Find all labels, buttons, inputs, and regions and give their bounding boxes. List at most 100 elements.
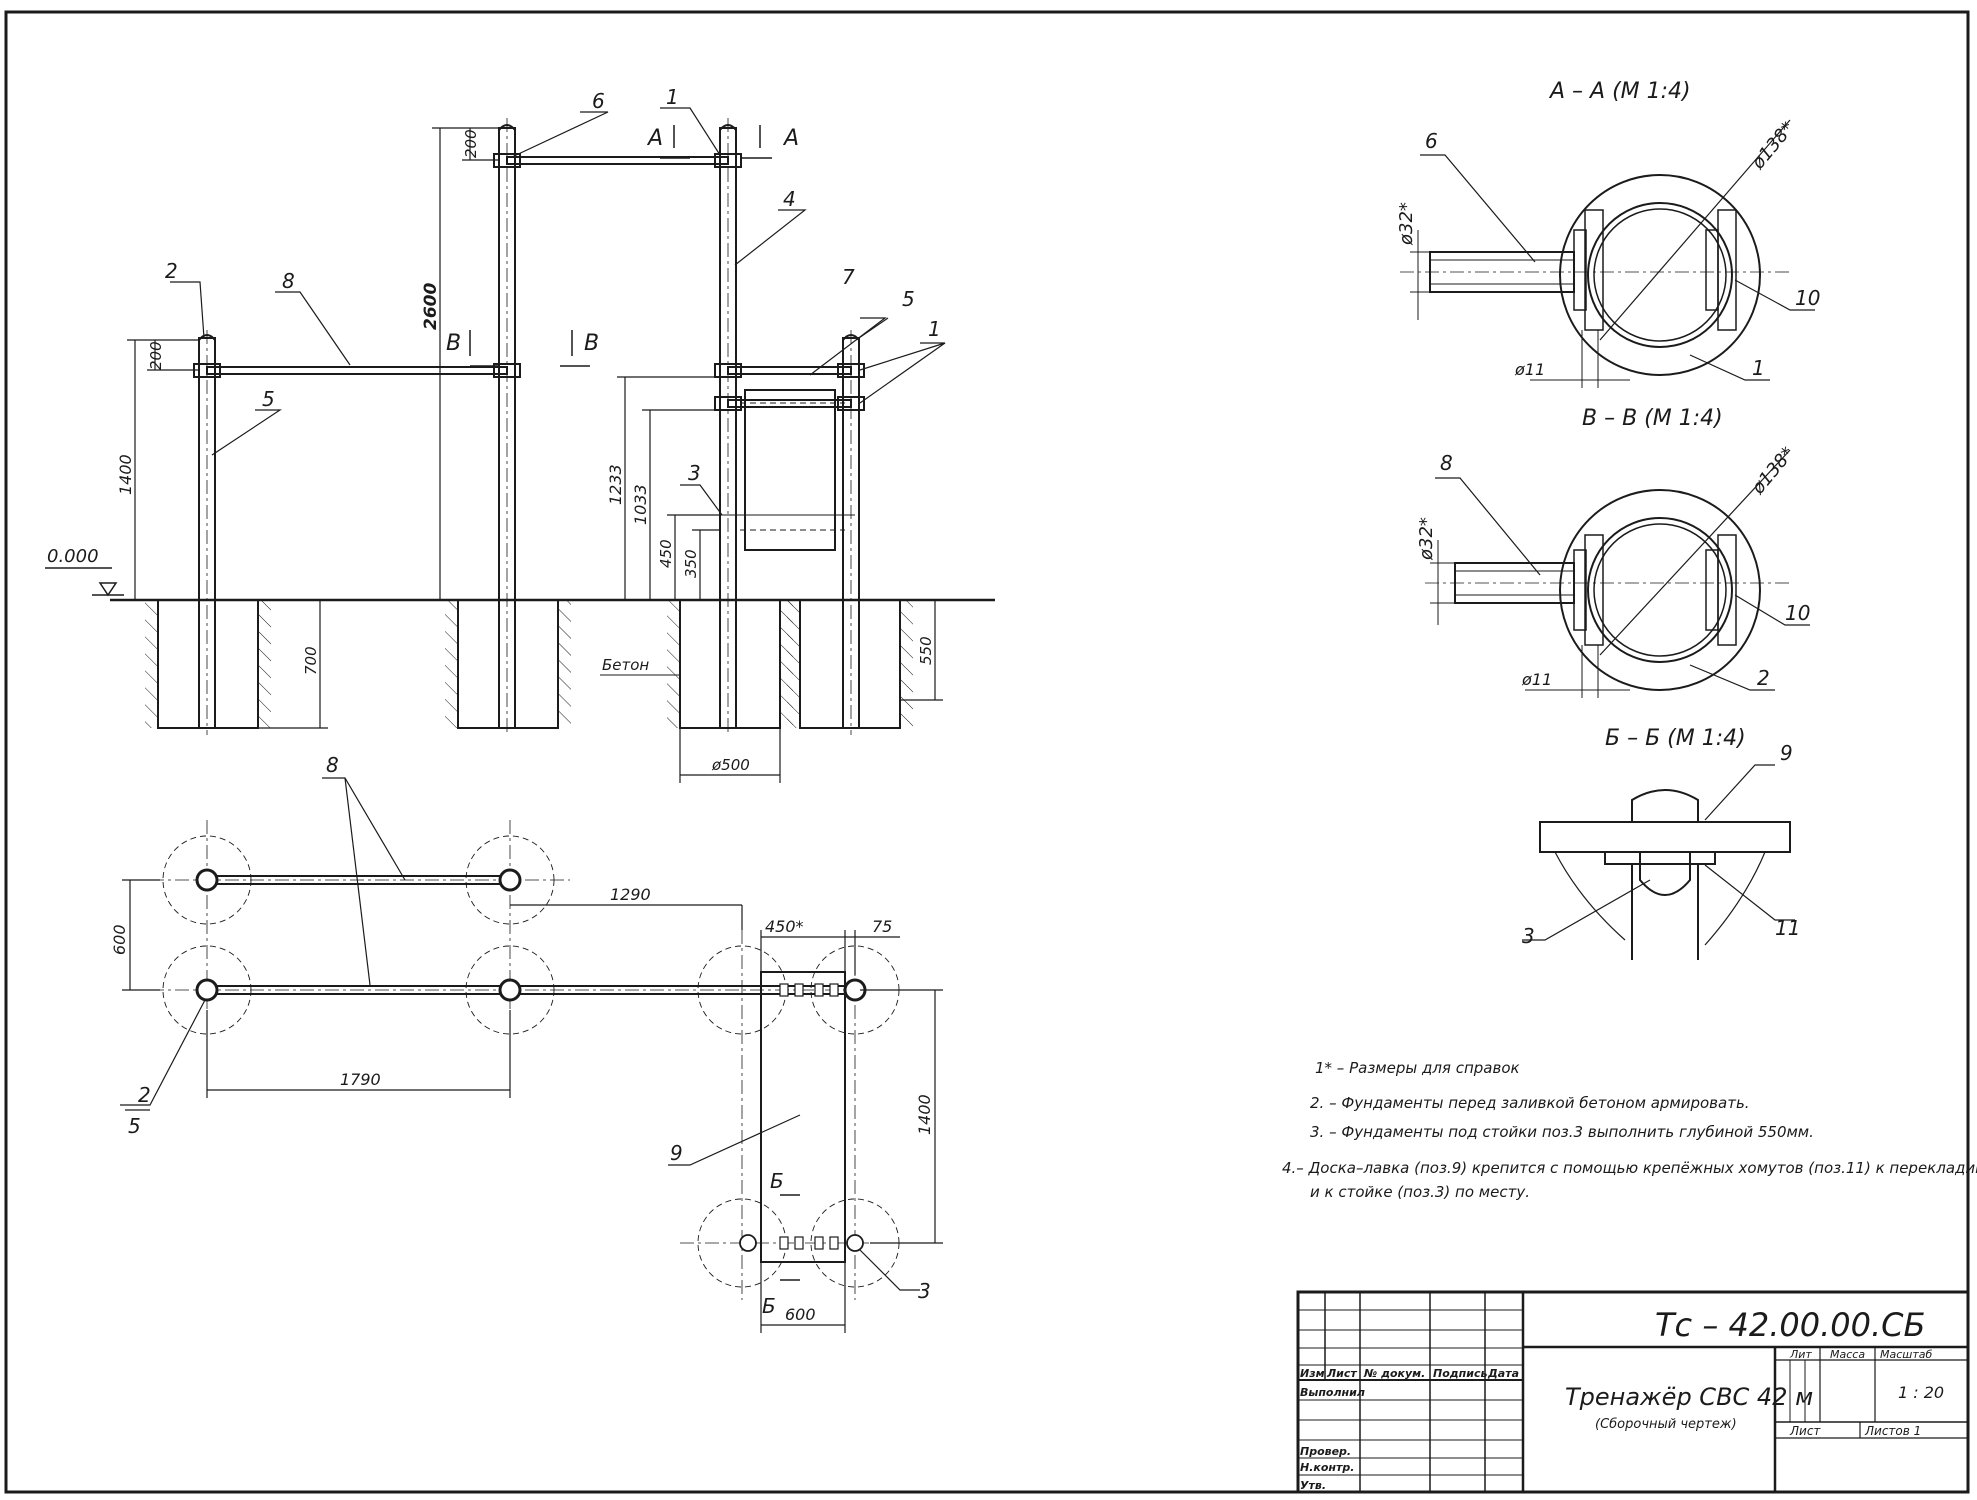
tb-sheet: Лист	[1789, 1424, 1821, 1438]
dim-1233: 1233	[606, 464, 625, 505]
plan-callout-3: 3	[918, 1279, 931, 1303]
callout-1: 1	[666, 85, 679, 109]
section-bb-diam-pipe: ø32*	[1416, 517, 1437, 561]
tb-scale-label: Масштаб	[1880, 1348, 1932, 1361]
dim-1400: 1400	[116, 454, 135, 495]
section-bb-callout-2: 2	[1757, 666, 1770, 690]
section-aa-hole: ø11	[1514, 360, 1545, 379]
section-a-right: А	[782, 126, 799, 151]
dim-2600: 2600	[421, 283, 441, 330]
plan-dim-1790: 1790	[340, 1070, 381, 1089]
dim-200-left: 200	[147, 341, 165, 370]
plan-dim-600b: 600	[785, 1305, 816, 1324]
tb-scale: 1 : 20	[1898, 1383, 1944, 1402]
elevation-view: 0.000 2600 200	[45, 85, 995, 783]
tb-name: Тренажёр СВС 42 м	[1565, 1383, 1813, 1411]
dim-450: 450	[657, 539, 675, 568]
tb-row-vyp: Выполнил	[1300, 1386, 1365, 1399]
foundation-2	[457, 599, 559, 729]
crossbar-7b	[727, 399, 852, 408]
dim-1033: 1033	[631, 484, 650, 525]
callout-5: 5	[262, 387, 275, 411]
section-bbb-callout-9: 9	[1780, 741, 1793, 765]
plan-dim-450: 450*	[765, 917, 804, 936]
plan-dim-1400: 1400	[915, 1094, 934, 1135]
plan-dim-1290: 1290	[610, 885, 651, 904]
plan-section-mark-bottom: Б	[762, 1294, 776, 1318]
note-4: 4.– Доска–лавка (поз.9) крепится с помощ…	[1282, 1159, 1977, 1177]
tb-col-doc: № докум.	[1363, 1367, 1425, 1380]
callout-4: 4	[783, 187, 796, 211]
tb-col-sign: Подпись	[1433, 1367, 1487, 1380]
section-aa-diam-pipe: ø32*	[1396, 202, 1417, 246]
section-bbb-callout-11: 11	[1775, 916, 1800, 940]
note-4b: и к стойке (поз.3) по месту.	[1310, 1183, 1530, 1201]
foundation-4	[799, 599, 901, 729]
section-a-left: А	[646, 126, 663, 151]
dim-550: 550	[917, 636, 935, 665]
crossbar-8	[206, 366, 508, 375]
callout-8: 8	[282, 269, 295, 293]
plan-callout-2: 2	[138, 1083, 151, 1107]
plan-callout-9: 9	[670, 1141, 683, 1165]
section-aa-callout-1: 1	[1752, 356, 1765, 380]
section-b-right: В	[584, 331, 599, 356]
bench-board	[744, 389, 836, 551]
callout-2: 2	[165, 259, 178, 283]
section-bb-hole: ø11	[1521, 670, 1552, 689]
sheet-frame	[4, 10, 1970, 1494]
section-bbb-callout-3: 3	[1522, 924, 1535, 948]
callout-1b: 1	[928, 317, 941, 341]
callout-6: 6	[592, 89, 605, 113]
tb-mass: Масса	[1830, 1348, 1865, 1361]
crossbar-top	[506, 156, 729, 165]
tb-sheets: Листов 1	[1864, 1424, 1921, 1438]
section-aa-diam-post: ø138*	[1747, 118, 1799, 174]
note-2: 2. – Фундаменты перед заливкой бетоном а…	[1310, 1094, 1750, 1112]
tb-col-date: Дата	[1487, 1367, 1519, 1380]
tb-code: Тс – 42.00.00.СБ	[1655, 1306, 1925, 1344]
tb-row-utv: Утв.	[1300, 1479, 1326, 1492]
tb-row-nkontr: Н.контр.	[1300, 1461, 1354, 1474]
section-bb-callout-10: 10	[1785, 601, 1810, 625]
section-bb: В – В (М 1:4) 8 10 2 ø32* ø138* ø11	[1416, 406, 1810, 698]
plan-callout-5: 5	[128, 1114, 141, 1138]
title-block	[1296, 1290, 1970, 1494]
foundation-1	[157, 599, 259, 729]
crossbar-7	[727, 366, 852, 375]
tb-col-list: Лист	[1326, 1367, 1357, 1380]
plan-dim-600: 600	[110, 924, 129, 955]
note-1: 1* – Размеры для справок	[1315, 1059, 1520, 1077]
foundations	[145, 599, 913, 729]
foundation-3	[679, 599, 781, 729]
plan-section-mark-top: Б	[770, 1169, 784, 1193]
dim-d500: ø500	[711, 756, 750, 774]
plan-callout-8: 8	[326, 753, 339, 777]
dim-200-top: 200	[462, 129, 480, 158]
dim-350: 350	[682, 549, 700, 578]
section-bbb: Б – Б (М 1:4) 9 3 11	[1522, 726, 1800, 960]
section-bb-diam-post: ø138*	[1747, 443, 1799, 499]
section-bb-title: В – В (М 1:4)	[1582, 406, 1723, 431]
section-b-left: В	[446, 331, 461, 356]
section-aa-callout-10: 10	[1795, 286, 1820, 310]
section-aa-callout-6: 6	[1425, 129, 1438, 153]
level-mark: 0.000	[47, 546, 99, 567]
tb-subtitle: (Сборочный чертеж)	[1595, 1417, 1737, 1432]
plan-view: 600 1290 450* 75 1790 1400 600 8 2 5 9 3…	[110, 753, 943, 1333]
posts	[198, 118, 860, 735]
tb-row-prov: Провер.	[1300, 1445, 1351, 1458]
notes: 1* – Размеры для справок 2. – Фундаменты…	[1282, 1059, 1977, 1201]
callout-7: 7	[842, 265, 855, 289]
tb-lit: Лит	[1789, 1348, 1812, 1361]
callout-3: 3	[688, 461, 701, 485]
concrete-label: Бетон	[602, 656, 649, 674]
elevation-dimensions	[127, 127, 943, 783]
note-3: 3. – Фундаменты под стойки поз.3 выполни…	[1310, 1123, 1814, 1141]
tb-col-izm: Изм	[1300, 1367, 1325, 1380]
section-aa-title: А – А (М 1:4)	[1548, 79, 1691, 104]
dim-700: 700	[302, 646, 320, 675]
bench-board-plan	[760, 971, 846, 1263]
section-bbb-title: Б – Б (М 1:4)	[1605, 726, 1746, 751]
section-aa: А – А (М 1:4) 6 10 1 ø32* ø138* ø11	[1396, 79, 1820, 388]
